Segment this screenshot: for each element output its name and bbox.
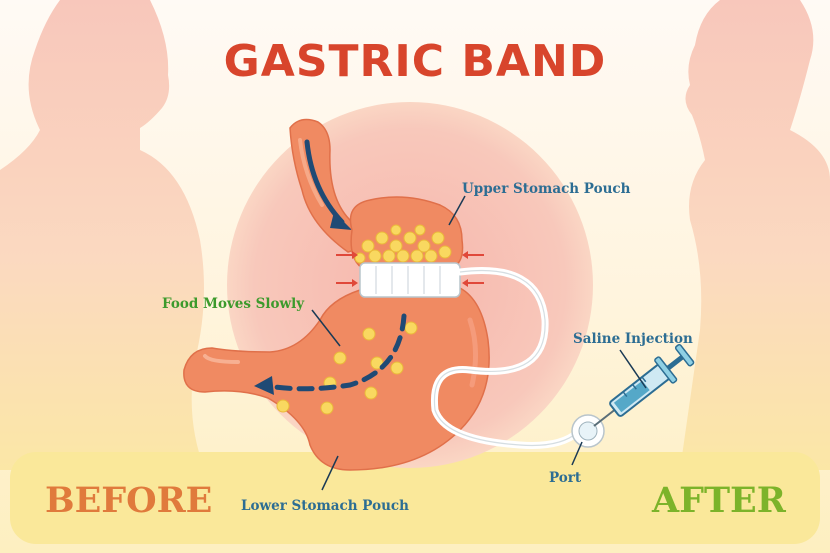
food-particles-upper [354, 224, 452, 264]
after-silhouette [680, 0, 830, 470]
label-food-moves-slowly: Food Moves Slowly [162, 296, 305, 312]
syringe-icon [593, 343, 695, 427]
arrowhead-top [330, 212, 352, 230]
after-label: AFTER [652, 480, 786, 521]
food-path-arrow-lower [265, 313, 407, 392]
floor-band [10, 452, 820, 544]
before-label: BEFORE [45, 480, 213, 521]
page-title: GASTRIC BAND [223, 36, 607, 87]
label-port: Port [549, 470, 582, 486]
arrowhead-lower [254, 376, 274, 395]
compression-arrows [336, 251, 484, 287]
leader-lines [311, 195, 647, 491]
label-upper-stomach-pouch: Upper Stomach Pouch [462, 181, 631, 197]
gastric-band [359, 262, 461, 298]
before-silhouette [0, 0, 205, 470]
label-saline-injection: Saline Injection [573, 331, 693, 347]
port-device [571, 414, 605, 448]
label-lower-stomach-pouch: Lower Stomach Pouch [241, 498, 409, 514]
